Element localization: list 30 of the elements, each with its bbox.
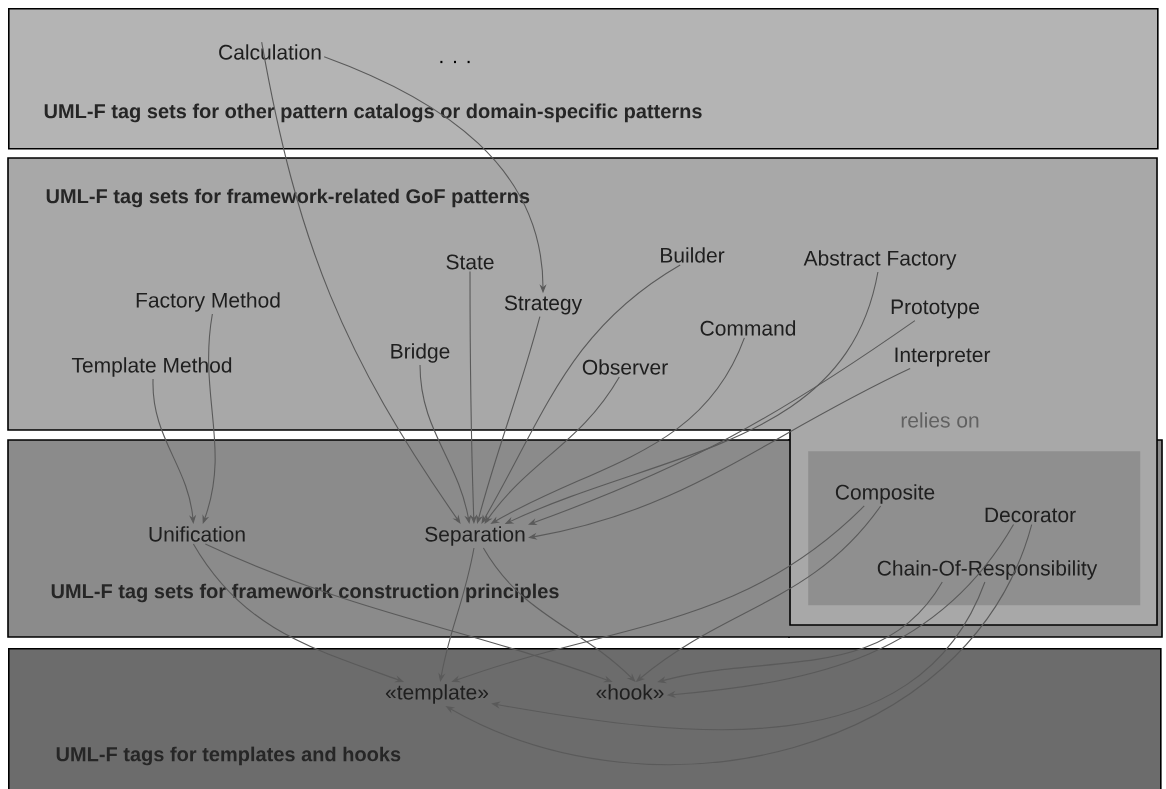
pattern-label: State (446, 254, 494, 270)
arrow (438, 547, 475, 682)
pattern-label: Calculation (219, 44, 321, 60)
pattern-label: Bridge (391, 343, 450, 363)
pattern-label: Abstract Factory (803, 250, 957, 270)
pattern-label: Interpreter (895, 347, 991, 367)
pattern-label: Command (700, 320, 796, 336)
arrow (476, 316, 541, 524)
pattern-label: «hook» (596, 684, 664, 700)
arrow (528, 368, 911, 540)
arrow (528, 320, 916, 525)
pattern-label: Chain-Of-Responsibility (877, 560, 1098, 580)
pattern-label: Observer (582, 359, 668, 375)
pattern-label: Unification (149, 526, 245, 542)
arrow (419, 364, 472, 524)
node-label: relies on (901, 412, 979, 428)
arrow (469, 271, 478, 524)
pattern-label: Decorator (985, 507, 1076, 523)
arrow (481, 264, 681, 524)
pattern-label: «template» (385, 684, 489, 704)
arrow (261, 41, 461, 524)
pattern-label: Composite (835, 484, 935, 504)
arrow (484, 376, 620, 524)
pattern-label: Prototype (891, 299, 979, 319)
ellipsis: . . . (440, 60, 470, 64)
pattern-label: Builder (661, 247, 725, 263)
pattern-label: Separation (425, 526, 525, 546)
pattern-label: Template Method (71, 357, 232, 377)
pattern-label: Factory Method (136, 292, 280, 312)
pattern-label: Strategy (504, 295, 583, 315)
